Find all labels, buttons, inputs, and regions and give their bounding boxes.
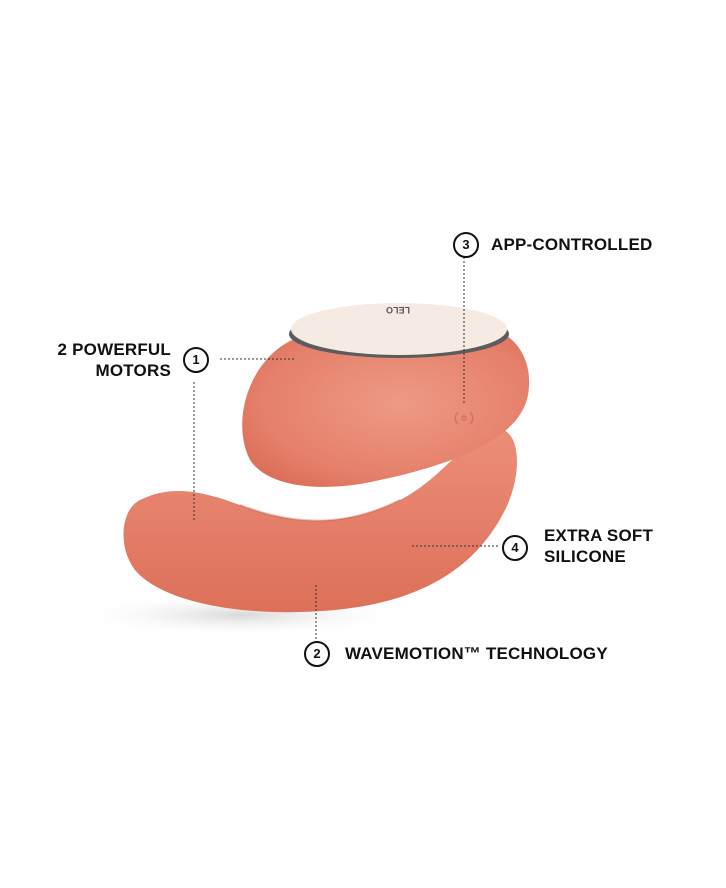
callout-4-line1: EXTRA SOFT xyxy=(544,526,654,545)
leader-lines xyxy=(193,257,500,640)
callout-1-number: 1 xyxy=(183,347,209,373)
device-cap xyxy=(291,303,507,355)
callout-1-label: 2 POWERFUL MOTORS xyxy=(47,339,171,381)
callout-2-number: 2 xyxy=(304,641,330,667)
logo: LELO xyxy=(386,305,410,315)
device-body xyxy=(242,335,530,487)
callout-4-label: EXTRA SOFT SILICONE xyxy=(544,525,653,567)
device-arm xyxy=(123,428,518,613)
callout-2-label: WAVEMOTION™ TECHNOLOGY xyxy=(345,644,608,663)
callout-3-label: APP-CONTROLLED xyxy=(491,235,653,254)
callout-1-line1: 2 POWERFUL xyxy=(57,340,171,359)
callout-1-line2: MOTORS xyxy=(95,361,171,380)
wireless-icon xyxy=(454,411,474,425)
callout-4-line2: SILICONE xyxy=(544,547,626,566)
callout-4-number: 4 xyxy=(502,535,528,561)
callout-3-number: 3 xyxy=(453,232,479,258)
